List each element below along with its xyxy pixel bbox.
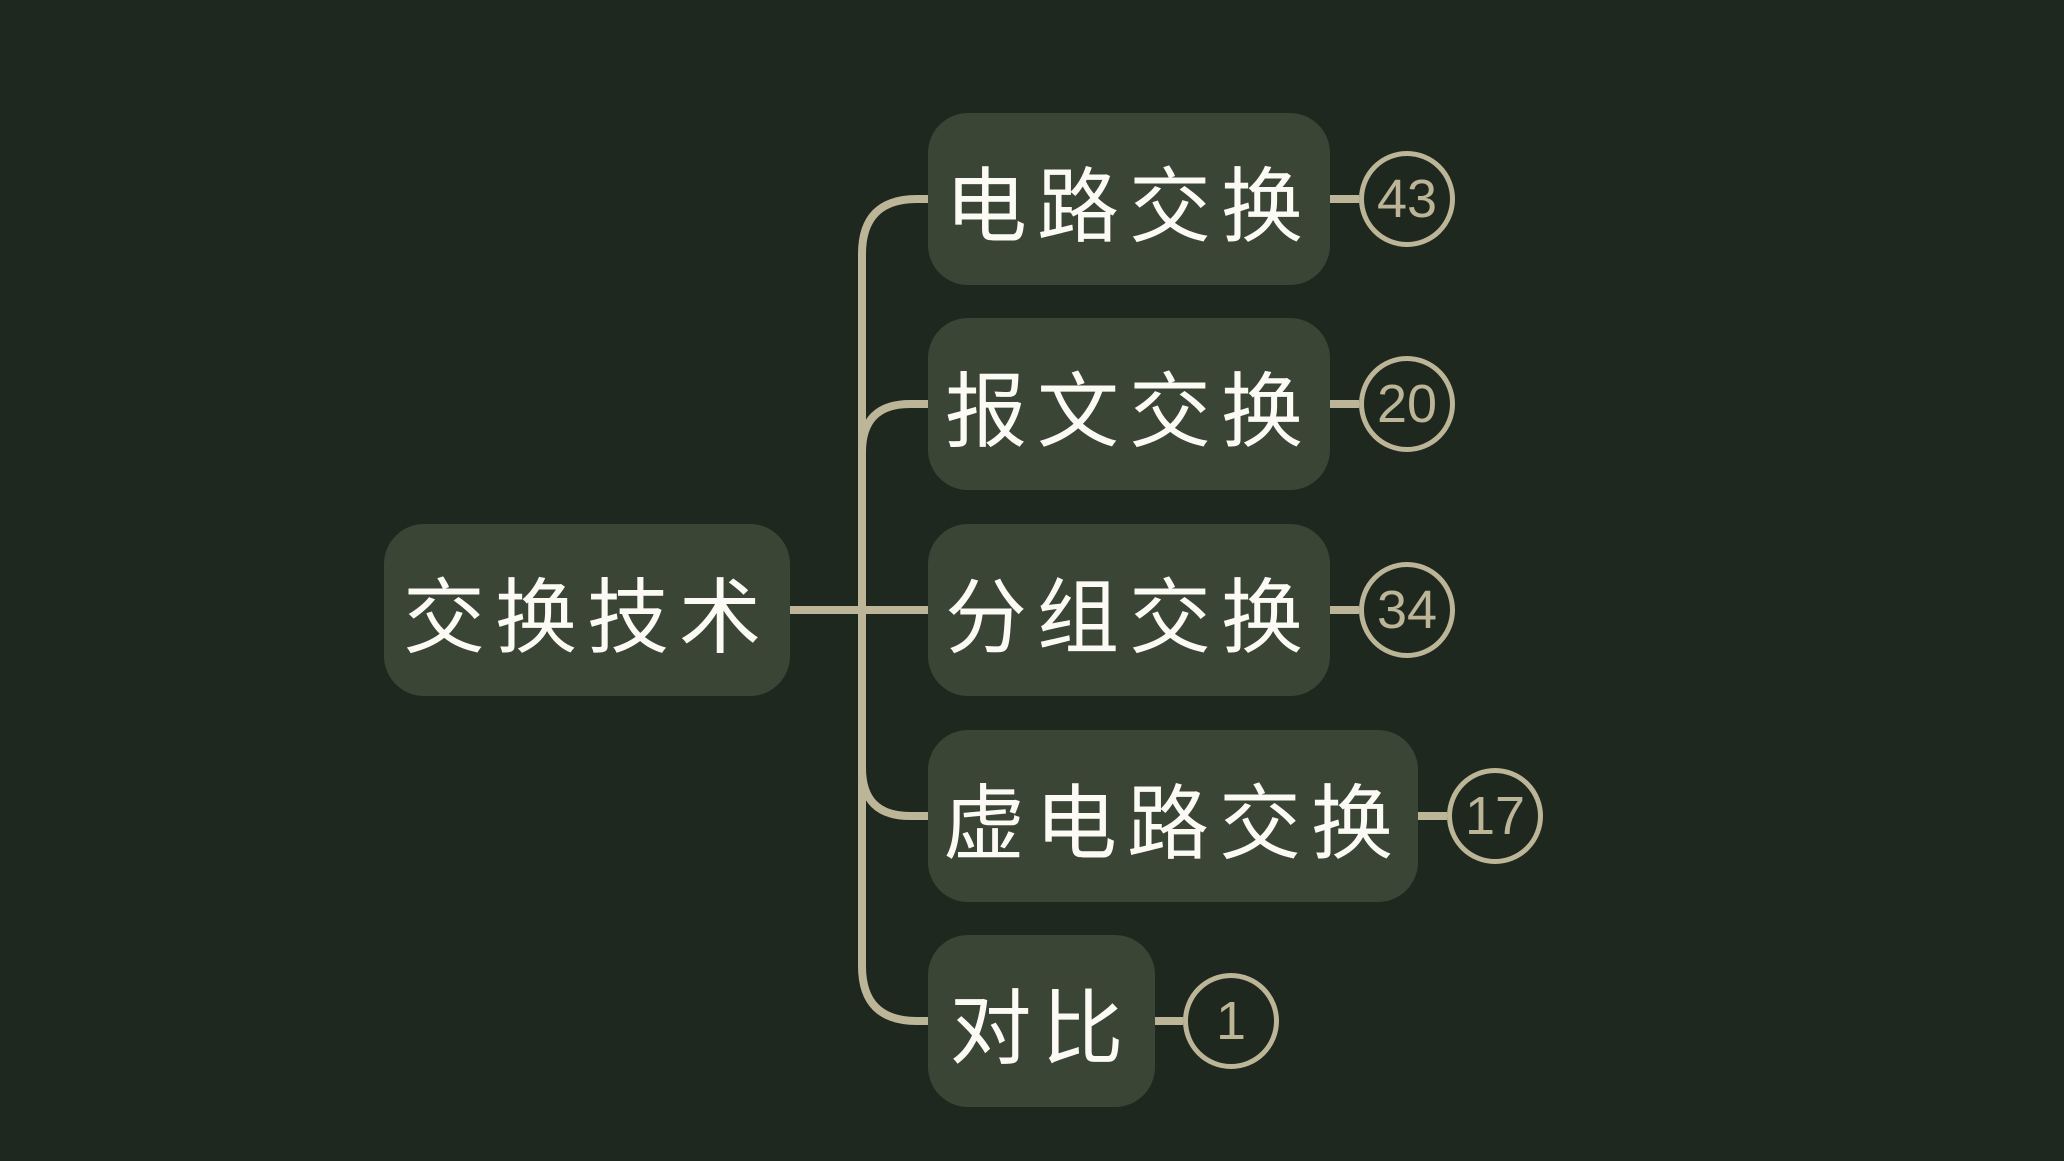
root-node[interactable]: 交换技术 bbox=[384, 524, 790, 696]
child-node-packet-switching[interactable]: 分组交换 bbox=[928, 524, 1330, 696]
count-badge[interactable]: 34 bbox=[1359, 562, 1455, 658]
connector-child-4 bbox=[858, 767, 928, 820]
count-badge[interactable]: 17 bbox=[1447, 768, 1543, 864]
child-node-virtual-circuit-switching[interactable]: 虚电路交换 bbox=[928, 730, 1418, 902]
child-node-message-switching[interactable]: 报文交换 bbox=[928, 318, 1330, 490]
connector-child-1 bbox=[858, 195, 928, 255]
connector-child-2 bbox=[858, 400, 928, 453]
count-badge[interactable]: 43 bbox=[1359, 151, 1455, 247]
count-badge[interactable]: 1 bbox=[1183, 973, 1279, 1069]
count-badge[interactable]: 20 bbox=[1359, 356, 1455, 452]
child-node-circuit-switching[interactable]: 电路交换 bbox=[928, 113, 1330, 285]
connector-child-5 bbox=[858, 965, 928, 1025]
child-node-comparison[interactable]: 对比 bbox=[928, 935, 1155, 1107]
